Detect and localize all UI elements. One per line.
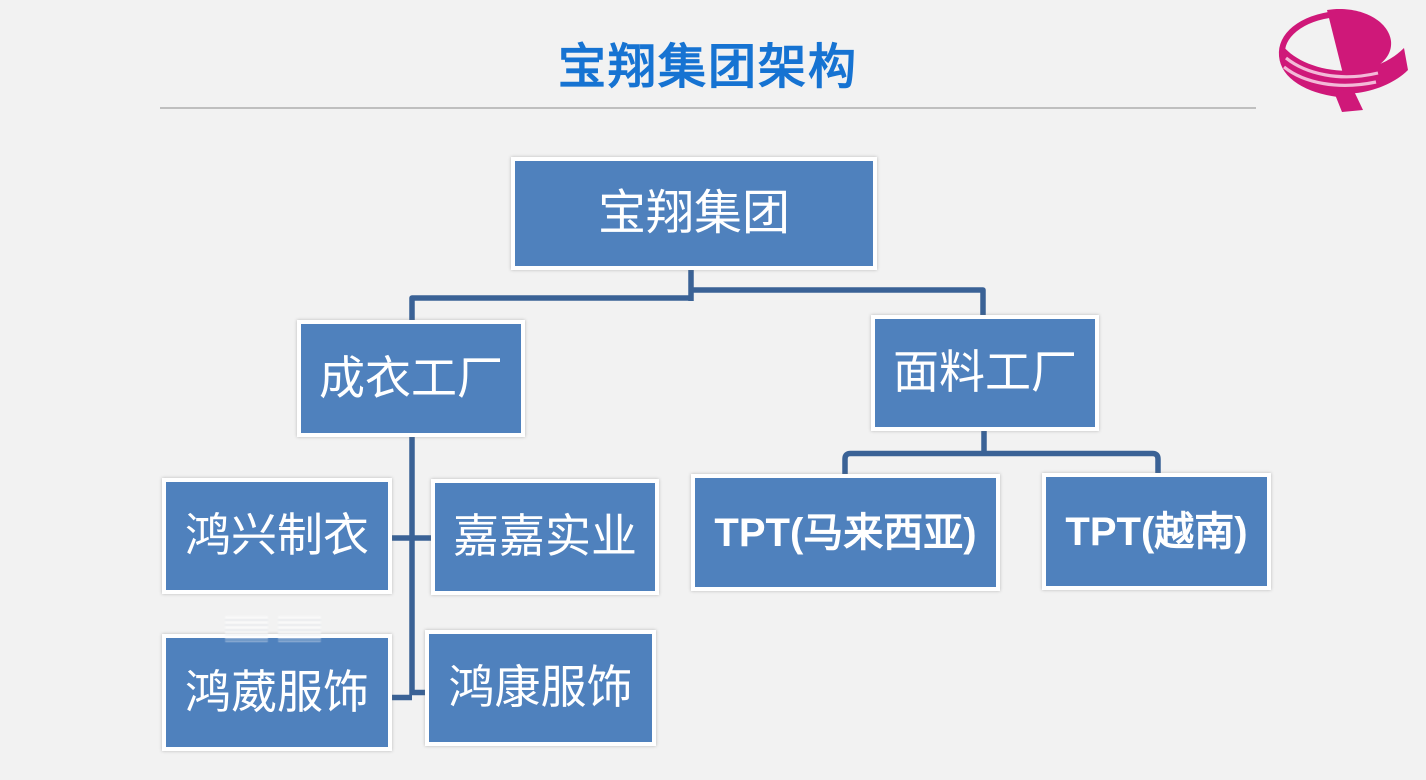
page-title: 宝翔集团架构 — [557, 41, 858, 94]
org-node-hongkang-apparel: 鸿康服饰 — [425, 630, 656, 746]
company-logo-icon — [1278, 8, 1408, 112]
org-node-hongwei-apparel: 鸿葳服饰 — [162, 634, 392, 751]
org-node-label: 面料工厂 — [893, 347, 1077, 398]
title-divider — [160, 107, 1256, 109]
org-node-fabric-factory: 面料工厂 — [871, 315, 1099, 431]
org-node-label: 嘉嘉实业 — [453, 511, 637, 562]
org-node-label: 鸿葳服饰 — [185, 666, 369, 718]
org-node-garment-factory: 成衣工厂 — [297, 320, 525, 437]
org-node-label: 鸿兴制衣 — [185, 510, 369, 561]
org-node-baoxiang-group: 宝翔集团 — [511, 157, 877, 270]
org-node-jiajia-industrial: 嘉嘉实业 — [431, 479, 659, 595]
org-node-label: 鸿康服饰 — [448, 662, 633, 713]
org-node-tpt-malaysia: TPT(马来西亚) — [691, 474, 1000, 591]
org-node-label: 宝翔集团 — [597, 186, 790, 240]
org-node-label: 成衣工厂 — [319, 352, 503, 404]
org-node-hongxing-garments: 鸿兴制衣 — [162, 478, 392, 594]
org-node-label: TPT(越南) — [1065, 509, 1248, 554]
org-node-tpt-vietnam: TPT(越南) — [1042, 473, 1271, 590]
org-node-label: TPT(马来西亚) — [714, 510, 977, 555]
